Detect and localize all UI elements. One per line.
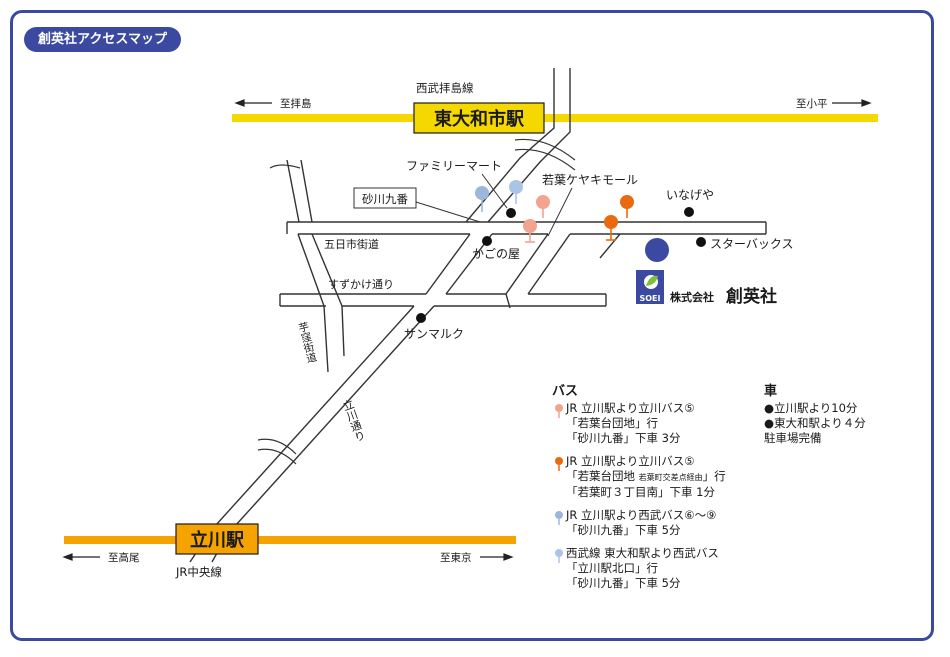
bus-route-3: JR 立川駅より西武バス⑥〜⑨ 「砂川九番」下車 5分: [552, 508, 792, 538]
bus-route-line: JR 立川駅より立川バス⑤: [566, 401, 695, 415]
road-imogakubo-b: [311, 233, 345, 357]
tachikawa-station-box: [175, 523, 259, 555]
road-left-vertical: [286, 159, 300, 223]
bus-route-1: JR 立川駅より立川バス⑤ 「若葉台団地」行 「砂川九番」下車 3分: [552, 401, 792, 446]
bus-route-line: 「若葉台団地」行: [566, 416, 658, 430]
bus-pin-orange-1: [620, 195, 634, 218]
company-name: 創英社: [725, 286, 777, 307]
bus-stop-pins: [475, 180, 634, 243]
sunagawa-bus-stop-box: [353, 187, 417, 209]
road-label-tachikawa-dori: 立川通り: [339, 397, 367, 444]
page-title: 創英社アクセスマップ: [24, 27, 181, 52]
jr-rail-line: [64, 536, 516, 544]
sanmaruku-dot: [416, 313, 426, 323]
road-diag-2b: [527, 233, 571, 295]
seibu-rail-line: [232, 114, 878, 122]
company-logo: SOEI: [636, 270, 664, 304]
map-frame: [10, 10, 934, 641]
road-diag-3: [599, 233, 621, 259]
landmark-sanmaruku: サンマルク: [404, 327, 464, 341]
landmark-dots: [416, 207, 706, 323]
landmark-keyaki-mall: 若葉ケヤキモール: [542, 173, 638, 187]
bus-route-line: 「砂川九番」下車 5分: [566, 576, 681, 590]
bus-route-line: 「若葉町３丁目南」下車 1分: [566, 485, 715, 499]
jr-east-direction: 至東京: [440, 551, 472, 564]
road-tachikawa-b: [225, 305, 435, 537]
pin-icon: [555, 549, 563, 563]
familymart-dot: [506, 208, 516, 218]
bus-route-line: 「立川駅北口」行: [566, 561, 658, 575]
kagonoya-dot: [482, 236, 492, 246]
bus-route-line: 「若葉台団地 若葉町交差点経由」行: [566, 469, 792, 485]
company-name-prefix: 株式会社: [670, 290, 714, 304]
bus-route-line: 西武線 東大和駅より西武バス: [566, 546, 719, 560]
seibu-west-direction: 至拝島: [280, 97, 312, 110]
road-network: [189, 68, 767, 563]
pin-icon: [555, 457, 563, 471]
starbucks-dot: [696, 237, 706, 247]
road-break-marks: [257, 138, 576, 465]
landmark-kagonoya: かごの屋: [472, 246, 520, 261]
company-logo-text: SOEI: [639, 294, 660, 303]
bus-route-2: JR 立川駅より立川バス⑤ 「若葉台団地 若葉町交差点経由」行 「若葉町３丁目南…: [552, 454, 792, 500]
company-location-marker: [645, 238, 669, 262]
tachikawa-station-name: 立川駅: [190, 529, 245, 551]
road-imogakubo-a: [297, 233, 329, 373]
bus-heading: バス: [552, 384, 579, 399]
road-label-imogakubo: 芋窪街道: [296, 321, 318, 365]
car-heading: 車: [764, 384, 778, 399]
higashiyamato-station-box: [413, 102, 545, 134]
bus-pin-blue-1: [475, 186, 489, 212]
road-diag-1: [425, 233, 471, 295]
bus-legend: バス JR 立川駅より立川バス⑤ 「若葉台団地」行 「砂川九番」下車 3分 JR…: [552, 384, 792, 599]
bus-route-line-part: 「若葉台団地: [566, 469, 635, 483]
road-label-suzukake: すずかけ通り: [328, 278, 394, 291]
bus-pin-pink-1: [536, 195, 550, 218]
road-left-vertical-b: [300, 159, 313, 223]
landmark-starbucks: スターバックス: [710, 237, 794, 251]
bus-route-line-part: 」行: [702, 469, 726, 483]
car-legend: 車 ●立川駅より10分 ●東大和駅より４分 駐車場完備: [764, 384, 924, 446]
landmark-familymart: ファミリーマート: [406, 159, 502, 173]
bus-route-4: 西武線 東大和駅より西武バス 「立川駅北口」行 「砂川九番」下車 5分: [552, 546, 792, 591]
bus-route-line: JR 立川駅より立川バス⑤: [566, 454, 695, 468]
seibu-east-direction: 至小平: [796, 98, 828, 110]
higashiyamato-station-name: 東大和市駅: [434, 108, 525, 130]
car-info-line: 駐車場完備: [764, 431, 822, 445]
jr-line-name: JR中央線: [175, 565, 222, 579]
road-tachikawa-a: [205, 305, 415, 537]
bus-pin-lightblue: [509, 180, 523, 204]
car-info-line: ●東大和駅より４分: [764, 416, 866, 430]
inageya-dot: [684, 207, 694, 217]
bus-pin-orange-2: [604, 215, 618, 241]
road-north-vertical: [465, 68, 555, 223]
bus-pin-pink-2: [523, 219, 537, 243]
car-info-line: ●立川駅より10分: [764, 401, 858, 415]
seibu-line-name: 西武拝島線: [416, 81, 474, 95]
jr-west-direction: 至高尾: [108, 551, 140, 564]
pin-icon: [555, 511, 563, 525]
landmark-sunagawa: 砂川九番: [362, 192, 408, 206]
pin-icon: [555, 404, 563, 418]
road-diag-2: [505, 233, 549, 309]
bus-route-note: 若葉町交差点経由: [638, 473, 703, 482]
landmark-inageya: いなげや: [666, 188, 714, 202]
road-label-itsukaichi: 五日市街道: [324, 237, 379, 251]
bus-route-line: JR 立川駅より西武バス⑥〜⑨: [566, 508, 717, 522]
direction-arrows: [62, 99, 872, 561]
bus-route-line: 「砂川九番」下車 3分: [566, 431, 681, 445]
bus-route-line: 「砂川九番」下車 5分: [566, 523, 681, 537]
